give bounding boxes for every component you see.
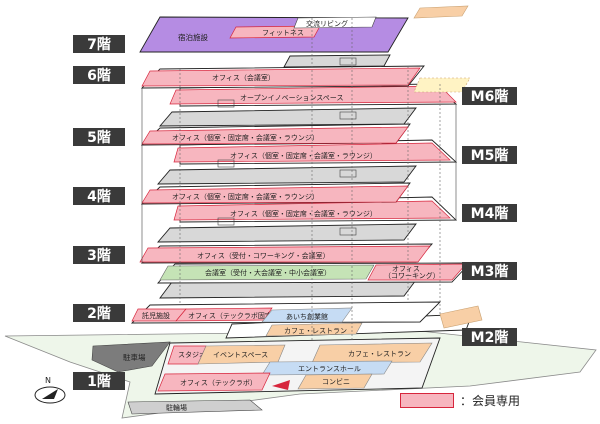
f3-upper-plate [157, 223, 417, 243]
f1-conveni [297, 373, 373, 390]
svg-text:コンビニ: コンビニ [322, 377, 350, 386]
svg-text:交流リビング: 交流リビング [306, 19, 348, 28]
svg-text:オフィス（受付・コワーキング・会議室）: オフィス（受付・コワーキング・会議室） [197, 251, 330, 260]
f1-cafe [311, 342, 433, 364]
floor-tag-6: 6階 [73, 66, 125, 84]
svg-text:オフィス（個室・固定席・会議室・ラウンジ）: オフィス（個室・固定席・会議室・ラウンジ） [230, 151, 377, 160]
svg-text:会議室（受付・大会議室・中小会議室）: 会議室（受付・大会議室・中小会議室） [205, 268, 331, 277]
svg-text:あいち創業館: あいち創業館 [286, 312, 328, 321]
m5-office [173, 142, 451, 163]
svg-text:オフィス（個室・固定席・会議室・ラウンジ）: オフィス（個室・固定席・会議室・ラウンジ） [172, 133, 319, 142]
bicycle-parking [127, 399, 263, 415]
svg-text:オフィス（個室・固定席・会議室・ラウンジ）: オフィス（個室・固定席・会議室・ラウンジ） [230, 209, 377, 218]
m3-cowork [367, 263, 467, 281]
bicycle-label: 駐輪場 [166, 403, 187, 412]
floor-tag-5: 5階 [73, 128, 125, 146]
floor-tag-m3: M3階 [462, 262, 517, 280]
parking-label: 駐車場 [123, 352, 146, 362]
f5-office [141, 126, 409, 145]
svg-text:オープンイノベーションスペース: オープンイノベーションスペース [240, 94, 343, 102]
f5-upper-plate [159, 107, 417, 127]
svg-text:スタジオ: スタジオ [178, 350, 206, 359]
m3-meeting [159, 264, 375, 281]
svg-text:カフェ・レストラン: カフェ・レストラン [284, 327, 347, 335]
f6-office [141, 67, 421, 87]
f7-orange-tab [413, 5, 469, 19]
stair-icons [217, 57, 357, 236]
m2-orange-tab [439, 305, 483, 329]
svg-text:オフィス（個室・固定席・会議室・ラウンジ）: オフィス（個室・固定席・会議室・ラウンジ） [172, 192, 319, 201]
f2-aichi [261, 307, 353, 323]
parking-area [91, 341, 171, 373]
svg-text:カフェ・レストラン: カフェ・レストラン [348, 350, 411, 358]
svg-text:オフィス（会議室）: オフィス（会議室） [212, 73, 275, 82]
floor-tag-2: 2階 [73, 304, 125, 322]
f3-office [139, 245, 431, 263]
floor-tag-1: 1階 [73, 372, 125, 390]
f6-upper-plate [283, 54, 391, 68]
floor-tag-m5: M5階 [462, 146, 517, 164]
compass-icon: N [34, 376, 66, 404]
m6-dashed-tab [413, 77, 471, 93]
compass-n-label: N [45, 376, 51, 385]
legend-label: ：会員専用 [460, 394, 521, 408]
f7-living [293, 16, 377, 29]
legend-swatch-member [400, 393, 454, 408]
m2-cafe [265, 322, 363, 337]
f1-office [157, 372, 271, 392]
svg-text:フィットネス: フィットネス [262, 29, 304, 37]
lodging-label: 宿泊施設 [178, 32, 208, 42]
svg-text:託児施設: 託児施設 [142, 311, 170, 320]
f4-upper-plate [157, 165, 417, 185]
floor-tag-m4: M4階 [462, 204, 517, 222]
floor-tag-3: 3階 [73, 246, 125, 264]
floor-tag-m2: M2階 [462, 328, 517, 346]
core-guides [141, 18, 457, 340]
f1-entrance-arrow [272, 380, 290, 390]
svg-text:オフィス（テックラボ固定席）: オフィス（テックラボ固定席） [188, 311, 286, 320]
svg-text:エントランスホール: エントランスホール [298, 365, 361, 373]
floor-tag-7: 7階 [73, 35, 125, 53]
floor-tag-4: 4階 [73, 187, 125, 205]
svg-text:イベントスペース: イベントスペース [213, 351, 268, 359]
legend: ：会員専用 [400, 392, 520, 409]
floor-tag-m6: M6階 [462, 87, 517, 105]
f7-fitness [229, 25, 321, 39]
f4-office [141, 185, 409, 204]
svg-text:オフィス（テックラボ）: オフィス（テックラボ） [180, 379, 257, 387]
north-compass: N [32, 375, 68, 409]
svg-text:オフィス: オフィス [392, 265, 420, 273]
f1-entrance [261, 360, 393, 376]
svg-text:（コワーキング）: （コワーキング） [384, 271, 440, 280]
